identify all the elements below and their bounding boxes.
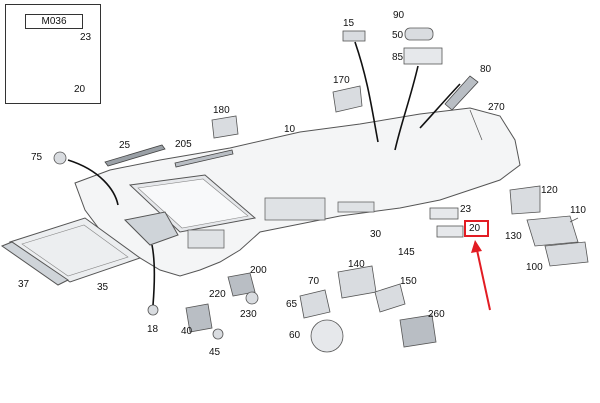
callout-10: 10 (284, 124, 296, 135)
callout-110: 110 (570, 205, 586, 216)
part-75 (53, 151, 67, 165)
callout-75: 75 (31, 152, 43, 163)
callout-230: 230 (240, 309, 257, 320)
callout-23: 23 (460, 204, 472, 215)
inset-box: M036 (5, 4, 101, 104)
sunroof-inner (137, 178, 249, 229)
part-23 (429, 207, 459, 220)
callout-45: 45 (209, 347, 221, 358)
part-45 (212, 328, 224, 340)
callout-35: 35 (97, 282, 109, 293)
sunshade-grille (21, 224, 129, 277)
callout-140: 140 (348, 259, 365, 270)
part-50 (404, 27, 434, 41)
callout-20: 20 (469, 223, 481, 234)
leader-lines (67, 41, 461, 306)
part-20 (436, 225, 464, 238)
callout-30: 30 (370, 229, 382, 240)
part-100 (544, 241, 589, 267)
part-15 (342, 30, 366, 42)
part-60 (310, 319, 344, 353)
callout-260: 260 (428, 309, 445, 320)
callout-70: 70 (308, 276, 320, 287)
callout-85: 85 (392, 52, 404, 63)
callout-37: 37 (18, 279, 30, 290)
part-80 (444, 75, 479, 111)
part-170 (332, 85, 363, 113)
vent-slot (337, 201, 375, 213)
part-180 (211, 115, 239, 139)
callout-220: 220 (209, 289, 226, 300)
inset-callout-23: 23 (80, 32, 92, 43)
vent-ribs (264, 197, 326, 221)
part-140 (337, 265, 377, 299)
callout-90: 90 (393, 10, 405, 21)
part-220 (227, 272, 256, 297)
callout-170: 170 (333, 75, 350, 86)
callout-150: 150 (400, 276, 417, 287)
part-85 (403, 47, 443, 65)
part-40 (185, 303, 213, 333)
callout-270: 270 (488, 102, 505, 113)
part-230 (245, 291, 259, 305)
part-65 (299, 289, 331, 319)
callout-25: 25 (119, 140, 131, 151)
callout-65: 65 (286, 299, 298, 310)
part-18 (147, 304, 159, 316)
part-260 (399, 314, 437, 348)
callout-40: 40 (181, 326, 193, 337)
callout-60: 60 (289, 330, 301, 341)
part-150 (374, 283, 406, 313)
clip-strip (174, 149, 234, 168)
callout-205: 205 (175, 139, 192, 150)
callout-200: 200 (250, 265, 267, 276)
overhead-console (123, 211, 179, 246)
pointer-arrow-line (476, 249, 491, 311)
callout-180: 180 (213, 105, 230, 116)
inset-title: M036 (25, 14, 83, 29)
callout-50: 50 (392, 30, 404, 41)
pointer-arrow-head (471, 240, 482, 253)
cable-channel (104, 144, 166, 167)
callout-18: 18 (147, 324, 159, 335)
part-130 (526, 215, 579, 247)
highlighted-part-box (464, 220, 489, 237)
callout-80: 80 (480, 64, 492, 75)
headliner-panel (74, 107, 521, 277)
trim-strip (0, 241, 69, 286)
callout-15: 15 (343, 18, 355, 29)
part-120 (509, 185, 541, 215)
callout-120: 120 (541, 185, 558, 196)
rear-module (187, 229, 225, 249)
callout-100: 100 (526, 262, 543, 273)
inset-callout-20: 20 (74, 84, 86, 95)
callout-145: 145 (398, 247, 415, 258)
callout-130: 130 (505, 231, 522, 242)
